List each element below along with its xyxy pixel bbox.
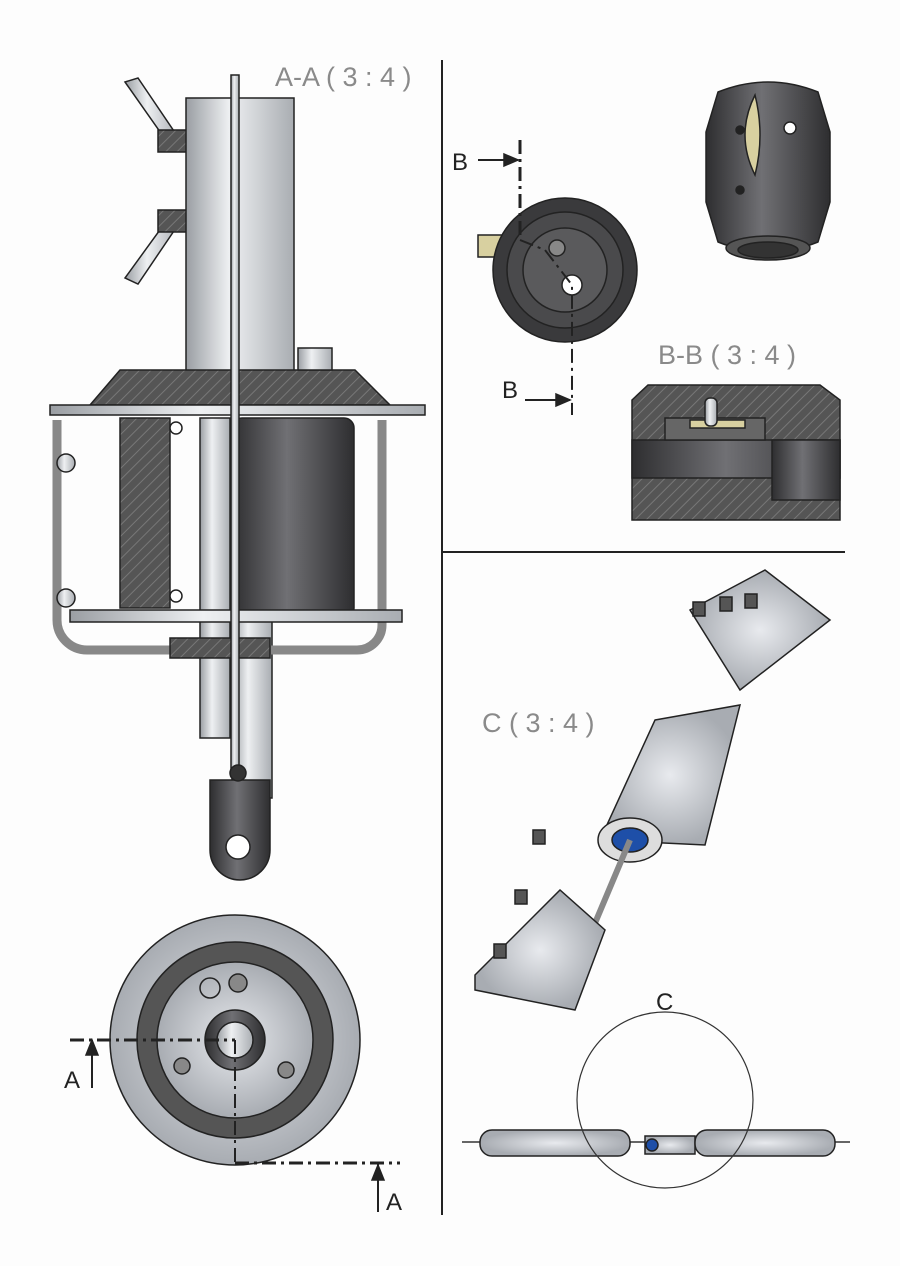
section-bb-view xyxy=(631,384,841,521)
section-bb-label: B-B ( 3 : 4 ) xyxy=(658,340,796,370)
assembly-view xyxy=(462,1011,850,1189)
cut-b-top-label: B xyxy=(452,149,468,176)
bushing-3d-view xyxy=(705,81,831,261)
detail-c-marker-label: C xyxy=(656,989,673,1016)
cut-a-right-label: A xyxy=(386,1189,402,1216)
plan-view-a xyxy=(70,914,400,1212)
section-aa-view xyxy=(49,74,426,881)
detail-c-label: C ( 3 : 4 ) xyxy=(482,708,595,738)
front-view-b xyxy=(477,140,638,415)
section-aa-label: A-A ( 3 : 4 ) xyxy=(275,62,412,92)
detail-c-exploded-view xyxy=(474,569,832,1011)
cut-a-left-label: A xyxy=(64,1067,80,1094)
cut-b-bottom-label: B xyxy=(502,377,518,404)
